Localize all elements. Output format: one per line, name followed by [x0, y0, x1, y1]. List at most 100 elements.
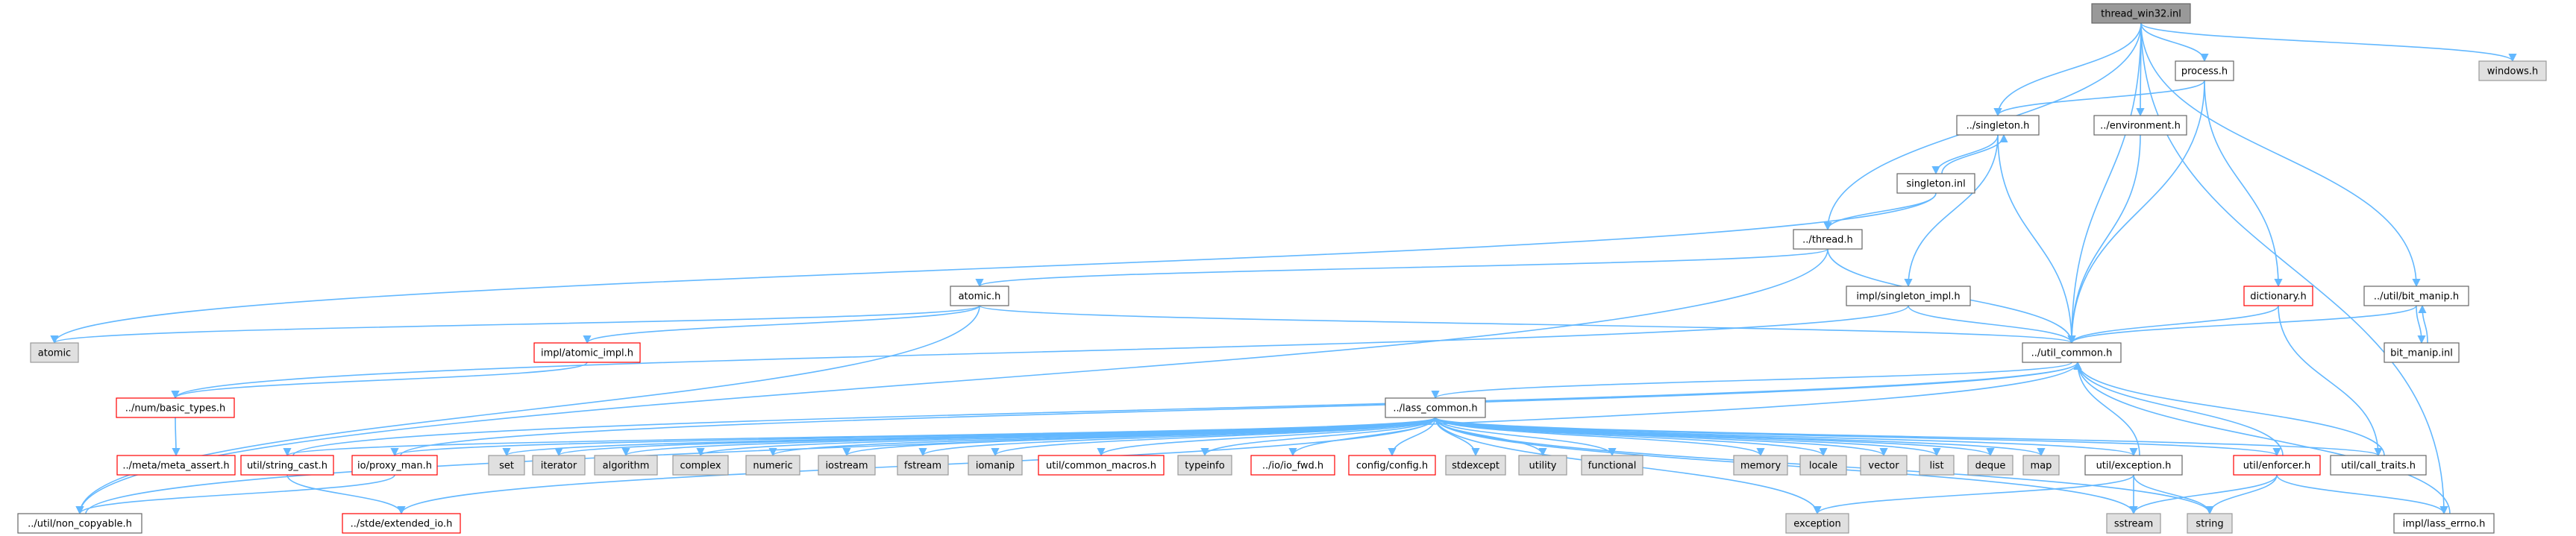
- node-dictionary[interactable]: dictionary.h: [2243, 286, 2313, 306]
- node-box: [2175, 60, 2234, 81]
- node-box: [1518, 455, 1567, 476]
- node-label: ../num/basic_types.h: [125, 403, 226, 414]
- node-atomic-h[interactable]: atomic.h: [950, 286, 1009, 306]
- node-label: util/common_macros.h: [1046, 461, 1156, 472]
- node-thread[interactable]: ../thread.h: [1793, 229, 1863, 250]
- node-exception-h[interactable]: util/exception.h: [2084, 455, 2183, 476]
- node-stdexcept: stdexcept: [1445, 455, 1506, 476]
- node-label: exception: [1793, 519, 1841, 530]
- node-box: [2384, 342, 2460, 363]
- node-non-copyable[interactable]: ../util/non_copyable.h: [17, 513, 142, 534]
- node-label: iostream: [825, 461, 868, 472]
- node-box: [594, 455, 658, 476]
- node-label: algorithm: [603, 461, 650, 472]
- edge-root-to-bit_manip: [2140, 22, 2421, 288]
- node-label: list: [1929, 461, 1943, 472]
- node-string: string: [2187, 513, 2233, 534]
- edge-enforcer-to-string: [2205, 474, 2278, 515]
- edge-atomic_impl-to-basic_types: [171, 362, 588, 400]
- node-label: util/string_cast.h: [247, 461, 328, 472]
- node-atomic-impl[interactable]: impl/atomic_impl.h: [533, 342, 641, 363]
- node-typeinfo: typeinfo: [1177, 455, 1232, 476]
- edge-enforcer-to-lass_errno: [2276, 474, 2448, 515]
- node-string-cast[interactable]: util/string_cast.h: [240, 455, 334, 476]
- node-box: [1956, 115, 2040, 136]
- node-bit-manip-inl[interactable]: bit_manip.inl: [2384, 342, 2460, 363]
- node-basic-types[interactable]: ../num/basic_types.h: [116, 397, 235, 418]
- node-singleton[interactable]: ../singleton.h: [1956, 115, 2040, 136]
- edge-util_common-to-lass_common: [1431, 362, 2072, 400]
- edge-dictionary-to-call_traits: [2278, 305, 2383, 457]
- node-label: process.h: [2181, 66, 2228, 78]
- node-box: [968, 455, 1023, 476]
- node-meta-assert[interactable]: ../meta/meta_assert.h: [116, 455, 236, 476]
- edge-non_copyable-to-util_common: [85, 361, 2082, 514]
- node-io-fwd[interactable]: ../io/io_fwd.h: [1250, 455, 1335, 476]
- node-set: set: [488, 455, 525, 476]
- node-iomanip: iomanip: [968, 455, 1023, 476]
- node-box: [532, 455, 586, 476]
- node-box: [2393, 513, 2495, 534]
- node-complex: complex: [672, 455, 729, 476]
- node-box: [2022, 455, 2060, 476]
- node-box: [2478, 60, 2547, 81]
- node-label: ../util_common.h: [2031, 348, 2113, 359]
- node-root[interactable]: thread_win32.inl: [2091, 3, 2191, 24]
- edge-enforcer-to-sstream: [2129, 474, 2278, 515]
- node-label: windows.h: [2487, 66, 2538, 78]
- edge-singleton-to-singleton_impl: [1904, 134, 1999, 288]
- node-box: [1860, 455, 1908, 476]
- node-extended-io[interactable]: ../stde/extended_io.h: [342, 513, 461, 534]
- node-label: numeric: [753, 461, 792, 472]
- node-box: [2106, 513, 2161, 534]
- node-box: [2330, 455, 2427, 476]
- edge-singleton-to-singleton_inl: [1931, 134, 1999, 175]
- edge-root-to-lass_errno: [2140, 22, 2448, 515]
- node-enforcer[interactable]: util/enforcer.h: [2233, 455, 2321, 476]
- node-proxy-man[interactable]: io/proxy_man.h: [351, 455, 438, 476]
- edge-exception_h-to-string: [2133, 474, 2214, 515]
- node-environment[interactable]: ../environment.h: [2093, 115, 2187, 136]
- node-lass-errno[interactable]: impl/lass_errno.h: [2393, 513, 2495, 534]
- edge-exception_h-to-util_common: [2073, 361, 2140, 456]
- node-box: [1919, 455, 1955, 476]
- node-fstream: fstream: [897, 455, 949, 476]
- node-box: [1896, 173, 1975, 194]
- node-config[interactable]: config/config.h: [1348, 455, 1436, 476]
- node-singleton-impl[interactable]: impl/singleton_impl.h: [1846, 286, 1971, 306]
- node-label: ../singleton.h: [1967, 121, 2030, 132]
- node-label: util/enforcer.h: [2243, 461, 2310, 472]
- node-box: [672, 455, 729, 476]
- node-call-traits[interactable]: util/call_traits.h: [2330, 455, 2427, 476]
- edge-process-to-dictionary: [2204, 80, 2283, 288]
- node-box: [1799, 455, 1847, 476]
- node-label: ../stde/extended_io.h: [351, 519, 453, 530]
- node-box: [342, 513, 461, 534]
- node-singleton-inl[interactable]: singleton.inl: [1896, 173, 1975, 194]
- node-lass-common[interactable]: ../lass_common.h: [1385, 397, 1486, 418]
- node-label: typeinfo: [1185, 461, 1224, 472]
- node-common-macros[interactable]: util/common_macros.h: [1038, 455, 1165, 476]
- edge-exception_h-to-exception: [1813, 474, 2134, 515]
- node-util-common[interactable]: ../util_common.h: [2022, 342, 2122, 363]
- node-box: [1967, 455, 2014, 476]
- node-box: [2233, 455, 2321, 476]
- node-memory: memory: [1733, 455, 1788, 476]
- node-label: stdexcept: [1452, 461, 1499, 472]
- node-label: fstream: [904, 461, 941, 472]
- node-label: sstream: [2114, 519, 2153, 530]
- node-label: ../util/non_copyable.h: [28, 519, 132, 530]
- node-numeric: numeric: [745, 455, 800, 476]
- node-label: bit_manip.inl: [2390, 348, 2453, 359]
- node-bit-manip[interactable]: ../util/bit_manip.h: [2363, 286, 2469, 306]
- edge-lass_common-to-proxy_man: [390, 417, 1436, 457]
- edge-root-to-singleton: [1993, 22, 2142, 117]
- node-box: [533, 342, 641, 363]
- node-box: [1038, 455, 1165, 476]
- edge-process-to-singleton: [1993, 80, 2205, 117]
- node-box: [2363, 286, 2469, 306]
- node-box: [950, 286, 1009, 306]
- node-box: [2084, 455, 2183, 476]
- node-process[interactable]: process.h: [2175, 60, 2234, 81]
- node-label: ../lass_common.h: [1393, 403, 1477, 414]
